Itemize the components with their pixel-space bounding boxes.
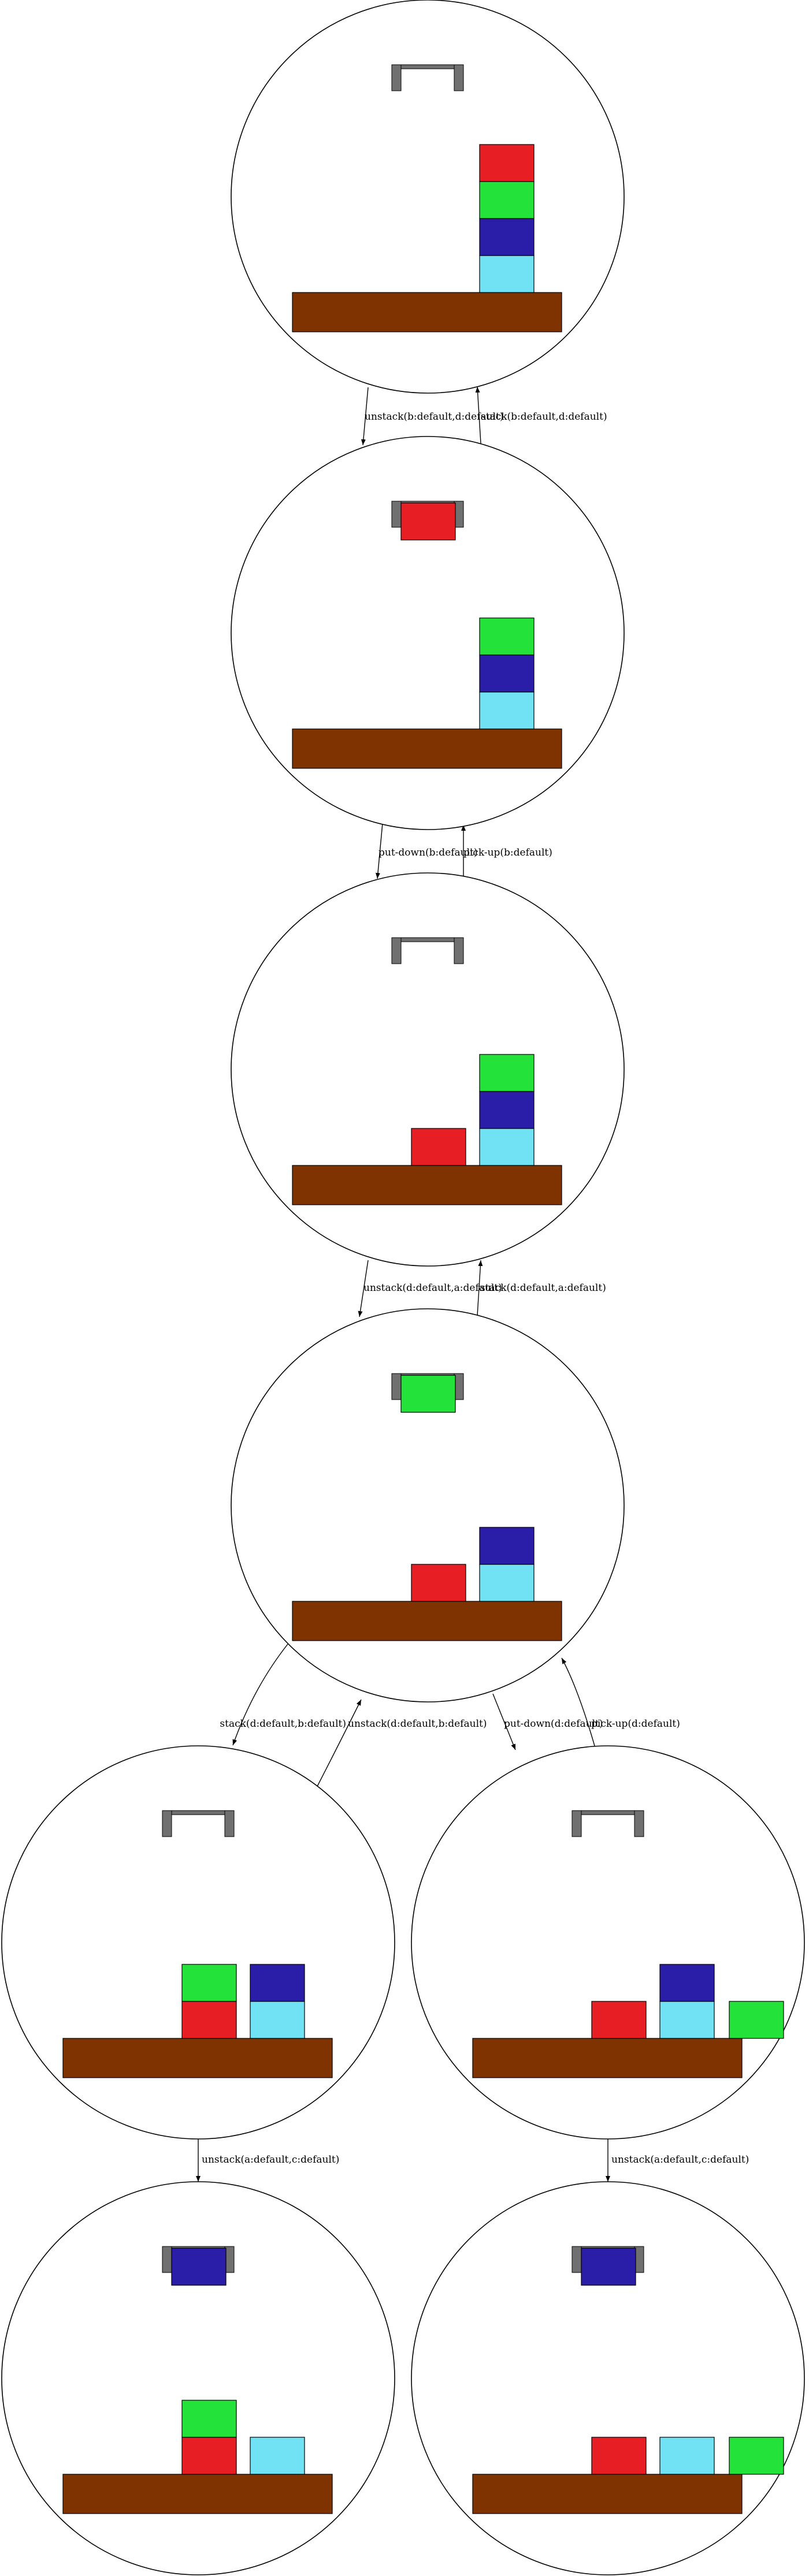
table	[62, 2474, 333, 2514]
state-circle	[231, 1308, 625, 1702]
state-node	[231, 872, 625, 1267]
block-d	[659, 1964, 715, 2002]
transition-arrow	[561, 1657, 595, 1746]
block-c	[479, 691, 535, 730]
transition-arrow	[232, 1644, 288, 1746]
state-circle	[411, 1745, 805, 2140]
block-d	[479, 218, 535, 256]
state-node	[411, 1745, 805, 2140]
block-b	[729, 2437, 784, 2475]
held-block-d	[171, 2248, 227, 2286]
transition-arrow	[477, 1260, 483, 1316]
transition-label: stack(b:default,d:default)	[481, 411, 607, 423]
gripper-icon	[391, 937, 464, 964]
state-circle	[411, 2181, 805, 2575]
table	[292, 1601, 562, 1641]
transition-label: unstack(a:default,c:default)	[611, 2154, 749, 2166]
transition-arrow	[475, 386, 481, 444]
transition-label: unstack(b:default,d:default)	[365, 411, 503, 423]
transition-label: put-down(d:default)	[504, 1718, 603, 1730]
transition-arrow	[316, 1699, 362, 1788]
gripper-icon	[162, 1810, 235, 1837]
state-circle	[1, 1745, 395, 2140]
transition-label: stack(d:default,b:default)	[220, 1718, 346, 1730]
block-b	[181, 2400, 237, 2438]
block-c	[479, 255, 535, 293]
transition-label: unstack(d:default,a:default)	[363, 1282, 502, 1294]
state-circle	[231, 436, 625, 830]
block-c	[479, 1128, 535, 1166]
block-b	[479, 1054, 535, 1092]
block-c	[250, 2001, 305, 2039]
transition-label: pick-up(b:default)	[463, 847, 552, 858]
transition-label: unstack(a:default,c:default)	[202, 2154, 339, 2166]
transition-label: put-down(b:default)	[378, 847, 478, 858]
gripper-icon	[572, 1810, 644, 1837]
transition-label: pick-up(d:default)	[591, 1718, 680, 1730]
block-c	[250, 2437, 305, 2475]
state-node	[411, 2181, 805, 2575]
held-block-a	[400, 502, 456, 541]
block-a	[591, 2437, 647, 2475]
held-block-d	[581, 2248, 636, 2286]
transition-edges	[196, 386, 610, 2182]
table	[292, 292, 562, 332]
transition-labels: unstack(b:default,d:default)stack(b:defa…	[202, 411, 749, 2166]
gripper-icon	[391, 64, 464, 91]
block-b	[479, 617, 535, 656]
block-a	[591, 2001, 647, 2039]
table	[472, 2038, 743, 2078]
block-b	[479, 181, 535, 219]
block-d	[479, 1091, 535, 1129]
state-circle	[1, 2181, 395, 2575]
block-a	[411, 1564, 466, 1602]
state-node	[231, 1308, 625, 1702]
transition-arrow	[358, 1260, 369, 1317]
held-block-b	[400, 1375, 456, 1413]
state-node	[1, 2181, 395, 2575]
block-c	[659, 2437, 715, 2475]
transition-arrow	[361, 387, 369, 446]
state-node	[231, 436, 625, 830]
block-b	[181, 1964, 237, 2002]
block-a	[411, 1128, 466, 1166]
table	[292, 728, 562, 769]
transition-arrow	[375, 823, 383, 879]
block-d	[479, 1527, 535, 1565]
table	[472, 2474, 743, 2514]
block-a	[181, 2001, 237, 2039]
transition-label: unstack(d:default,b:default)	[348, 1718, 487, 1730]
table	[292, 1165, 562, 1205]
state-node	[1, 1745, 395, 2140]
block-c	[659, 2001, 715, 2039]
block-d	[479, 654, 535, 693]
table	[62, 2038, 333, 2078]
state-node	[231, 0, 625, 394]
block-a	[181, 2437, 237, 2475]
transition-arrow	[492, 1693, 516, 1750]
block-c	[479, 1564, 535, 1602]
block-a	[479, 144, 535, 182]
block-b	[729, 2001, 784, 2039]
state-circle	[231, 0, 625, 394]
transition-label: stack(d:default,a:default)	[480, 1282, 606, 1294]
state-circle	[231, 872, 625, 1267]
block-d	[250, 1964, 305, 2002]
